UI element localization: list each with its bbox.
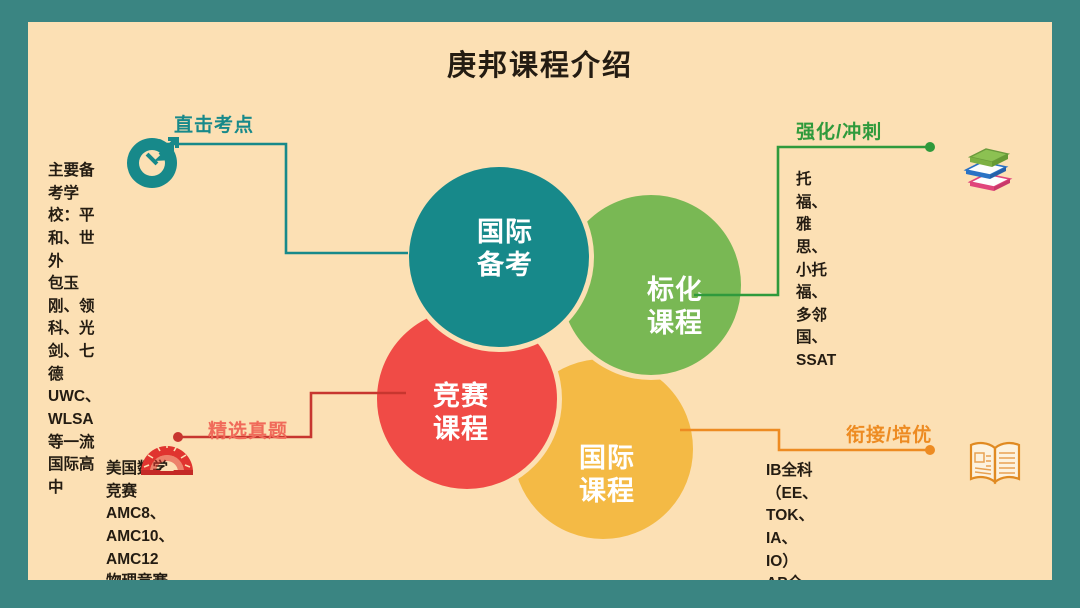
callout-top-left-heading: 直击考点 <box>174 115 255 136</box>
callout-bottom-left-body: 美国数学竞赛AMC8、AMC10、AMC12 物理竞赛Physics bowl … <box>106 460 175 580</box>
callout-top-left-body: 主要备考学校：平和、世外 包玉刚、领科、光剑、七德 UWC、 WLSA等一流国际… <box>48 162 101 496</box>
circle-label-standardized-course: 标化 课程 <box>647 275 703 338</box>
books-stack-icon <box>963 148 1013 191</box>
slide-canvas: 庚邦课程介绍 国际 备考 标化 课程 竞赛 课程 国际 课程 <box>28 22 1052 580</box>
circle-international-prep[interactable]: 国际 备考 <box>404 162 594 352</box>
circle-label-competition-course: 竞赛 课程 <box>433 381 489 444</box>
callout-bottom-right-body: IB全科（EE、TOK、IA、IO） AP全科 A-level全科 IGCSE全… <box>766 462 818 580</box>
connector-top-left <box>161 142 408 255</box>
circle-label-international-course: 国际 课程 <box>579 443 635 506</box>
callout-bottom-right-heading: 衔接/培优 <box>846 425 933 446</box>
callout-top-right-body: 托福、雅思、小托福、多邻国、 SSAT <box>796 171 837 369</box>
open-book-icon <box>969 441 1021 485</box>
callout-bottom-left-heading: 精选真题 <box>208 421 289 442</box>
page-title: 庚邦课程介绍 <box>446 50 633 82</box>
target-icon <box>126 137 179 188</box>
callout-top-right-heading: 强化/冲刺 <box>796 122 883 143</box>
circle-label-international-prep: 国际 备考 <box>477 217 533 280</box>
connector-dot-top-right <box>925 142 935 152</box>
protractor-icon <box>141 442 193 475</box>
